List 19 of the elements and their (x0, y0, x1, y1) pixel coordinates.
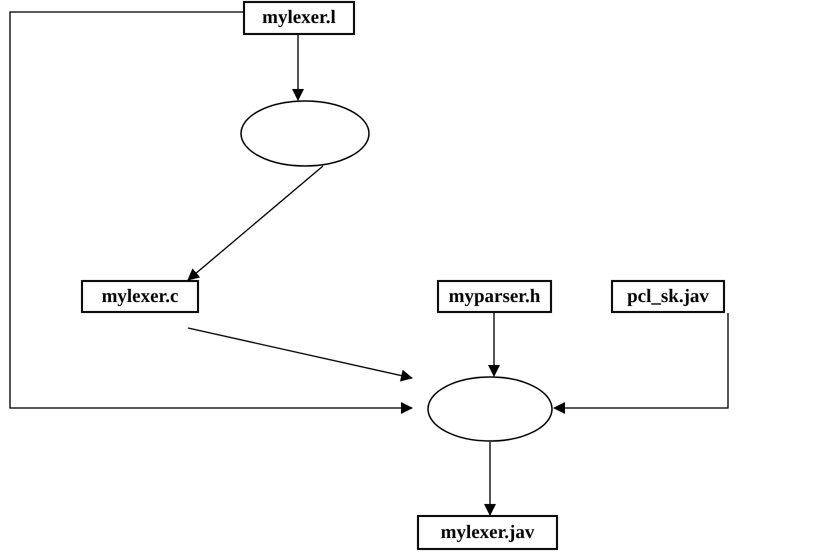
arrow (187, 166, 324, 281)
file-box (243, 1, 355, 35)
arrow (553, 313, 729, 414)
arrow (484, 442, 496, 516)
file-box (611, 280, 725, 313)
arrow (292, 35, 304, 101)
node-label: mylexer.c (102, 286, 178, 308)
file-box (417, 515, 558, 550)
arrow (188, 327, 413, 382)
node-label: mylexer.l (262, 7, 336, 29)
node-label: pcl_sk.jav (627, 286, 709, 308)
arrow (9, 11, 413, 414)
file-box (81, 280, 199, 313)
ellipse-node (240, 100, 370, 167)
node-label: mylexer.jav (440, 522, 534, 544)
node-label: myparser.h (448, 286, 540, 308)
arrow (488, 313, 500, 377)
ellipse-node (427, 376, 553, 442)
file-box (437, 280, 552, 313)
